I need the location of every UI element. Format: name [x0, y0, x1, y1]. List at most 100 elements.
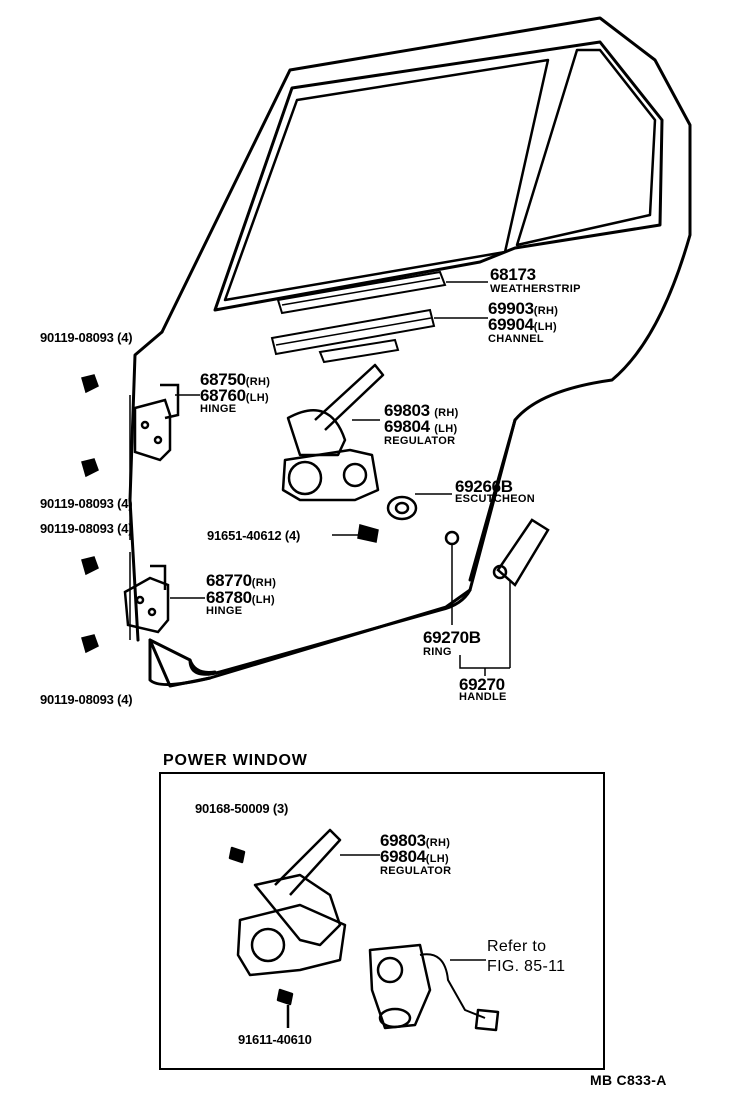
door-rear-edge — [468, 418, 517, 582]
channel-lh-line: 69904(LH) — [488, 316, 557, 333]
regulator-bolt — [357, 524, 379, 543]
bolt-upper-bottom-label: 90119-08093 (4) — [40, 496, 133, 511]
hinge-upper-lh-line: 68760(LH) — [200, 387, 269, 404]
handle-name: HANDLE — [459, 691, 507, 703]
channel-inner — [275, 317, 432, 346]
hinge-lower-lh-number: 68780 — [206, 588, 252, 607]
channel-lh-tag: (LH) — [533, 321, 557, 333]
power-window-box — [159, 772, 605, 1070]
pw-regulator-rh-line: 69803(RH) — [380, 832, 450, 849]
refer-line-1: Refer to — [487, 938, 547, 955]
hinge-upper-hole-2 — [153, 435, 163, 445]
door-front-edge — [128, 330, 164, 642]
regulator-sector — [286, 409, 347, 457]
power-window-title: POWER WINDOW — [163, 752, 308, 769]
pw-motor-wire — [419, 953, 486, 1019]
pw-regulator-lh-line: 69804(LH) — [380, 848, 449, 865]
channel-lh-number: 69904 — [488, 315, 534, 334]
escutcheon-hole — [394, 501, 410, 515]
channel-rh-tag: (RH) — [533, 305, 559, 317]
regulator-lh-line: 69804 (LH) — [384, 418, 457, 435]
hinge-lower-rh-tag: (RH) — [251, 577, 277, 589]
bolt-upper-bottom — [81, 458, 99, 478]
hinge-lower-rh-line: 68770(RH) — [206, 572, 276, 589]
hinge-lower-body — [123, 576, 170, 634]
hinge-upper-tab — [160, 383, 180, 420]
pw-regulator-rh-tag: (RH) — [425, 837, 451, 849]
ring-name: RING — [423, 646, 452, 658]
bolt-lower-bottom — [81, 634, 99, 654]
ring-part — [444, 530, 460, 546]
hinge-lower-hole-1 — [135, 595, 145, 605]
regulator-rh-tag: (RH) — [434, 407, 459, 419]
regulator-plate — [281, 448, 380, 502]
pw-regulator-lh-tag: (LH) — [425, 853, 449, 865]
regulator-lh-number: 69804 — [384, 417, 430, 436]
pw-motor-plug — [474, 1008, 500, 1032]
hinge-upper-body — [133, 398, 172, 462]
pw-bolt-label: 91611-40610 — [238, 1032, 312, 1047]
pw-motor-body — [368, 943, 432, 1030]
pw-regulator-plate — [236, 903, 347, 977]
regulator-lh-tag: (LH) — [434, 423, 458, 435]
door-lower-edge — [148, 588, 472, 688]
hinge-upper-rh-tag: (RH) — [245, 376, 271, 388]
regulator-gear — [287, 460, 323, 496]
regulator-pinion — [342, 462, 368, 488]
door-inner-edge — [188, 658, 217, 674]
bolt-upper-top-label: 90119-08093 (4) — [40, 330, 133, 345]
channel-bar — [270, 308, 436, 356]
window-glass — [223, 58, 550, 302]
handle-body — [496, 518, 550, 587]
regulator-arm — [314, 363, 385, 431]
pw-motor-gear — [376, 956, 404, 984]
hinge-lower-lh-line: 68780(LH) — [206, 589, 275, 606]
pw-regulator-rh-number: 69803 — [380, 831, 426, 850]
pw-regulator-gear — [250, 927, 286, 963]
pw-regulator-sector — [253, 873, 342, 947]
figure-code: MB C833-A — [590, 1072, 667, 1088]
handle-number: 69270 — [459, 675, 505, 694]
channel-rh-line: 69903(RH) — [488, 300, 558, 317]
ring-number: 69270B — [423, 628, 481, 647]
bolt-upper-top — [81, 374, 99, 394]
bolt-lower-top-label: 90119-08093 (4) — [40, 521, 133, 536]
bolt-lower-top — [81, 556, 99, 576]
hinge-lower-rh-number: 68770 — [206, 571, 252, 590]
bolt-lower-bottom-label: 90119-08093 (4) — [40, 692, 133, 707]
regulator-bolt-label: 91651-40612 (4) — [207, 528, 301, 543]
hinge-lower-hole-2 — [147, 607, 157, 617]
hinge-upper-rh-number: 68750 — [200, 370, 246, 389]
hinge-upper-name: HINGE — [200, 403, 237, 415]
channel-rh-number: 69903 — [488, 299, 534, 318]
leader-handle-bracket — [459, 655, 510, 669]
regulator-name: REGULATOR — [384, 435, 456, 447]
hinge-upper-rh-line: 68750(RH) — [200, 371, 270, 388]
weatherstrip-bar — [276, 270, 447, 315]
pw-regulator-arm — [274, 828, 342, 896]
pw-screw-label: 90168-50009 (3) — [195, 801, 289, 816]
refer-line-2: FIG. 85-11 — [487, 958, 566, 975]
weatherstrip-inner — [281, 277, 441, 306]
pw-motor-end — [378, 1007, 412, 1029]
regulator-rh-number: 69803 — [384, 401, 430, 420]
hinge-upper-hole-1 — [140, 420, 150, 430]
hinge-upper-lh-number: 68760 — [200, 386, 246, 405]
handle-knob — [492, 564, 508, 580]
pw-screw — [228, 846, 246, 864]
weatherstrip-number: 68173 — [490, 265, 536, 284]
hinge-lower-name: HINGE — [206, 605, 243, 617]
escutcheon-number: 69266B — [455, 477, 513, 496]
escutcheon-name: ESCUTCHEON — [455, 493, 536, 505]
escutcheon-ring — [386, 495, 418, 521]
window-frame — [213, 40, 664, 312]
regulator-rh-line: 69803 (RH) — [384, 402, 459, 419]
rear-glass — [515, 48, 657, 247]
pw-bolt — [276, 988, 294, 1006]
pw-regulator-lh-number: 69804 — [380, 847, 426, 866]
weatherstrip-name: WEATHERSTRIP — [490, 283, 581, 295]
channel-clip — [318, 338, 400, 364]
hinge-lower-lh-tag: (LH) — [251, 594, 275, 606]
channel-name: CHANNEL — [488, 333, 544, 345]
